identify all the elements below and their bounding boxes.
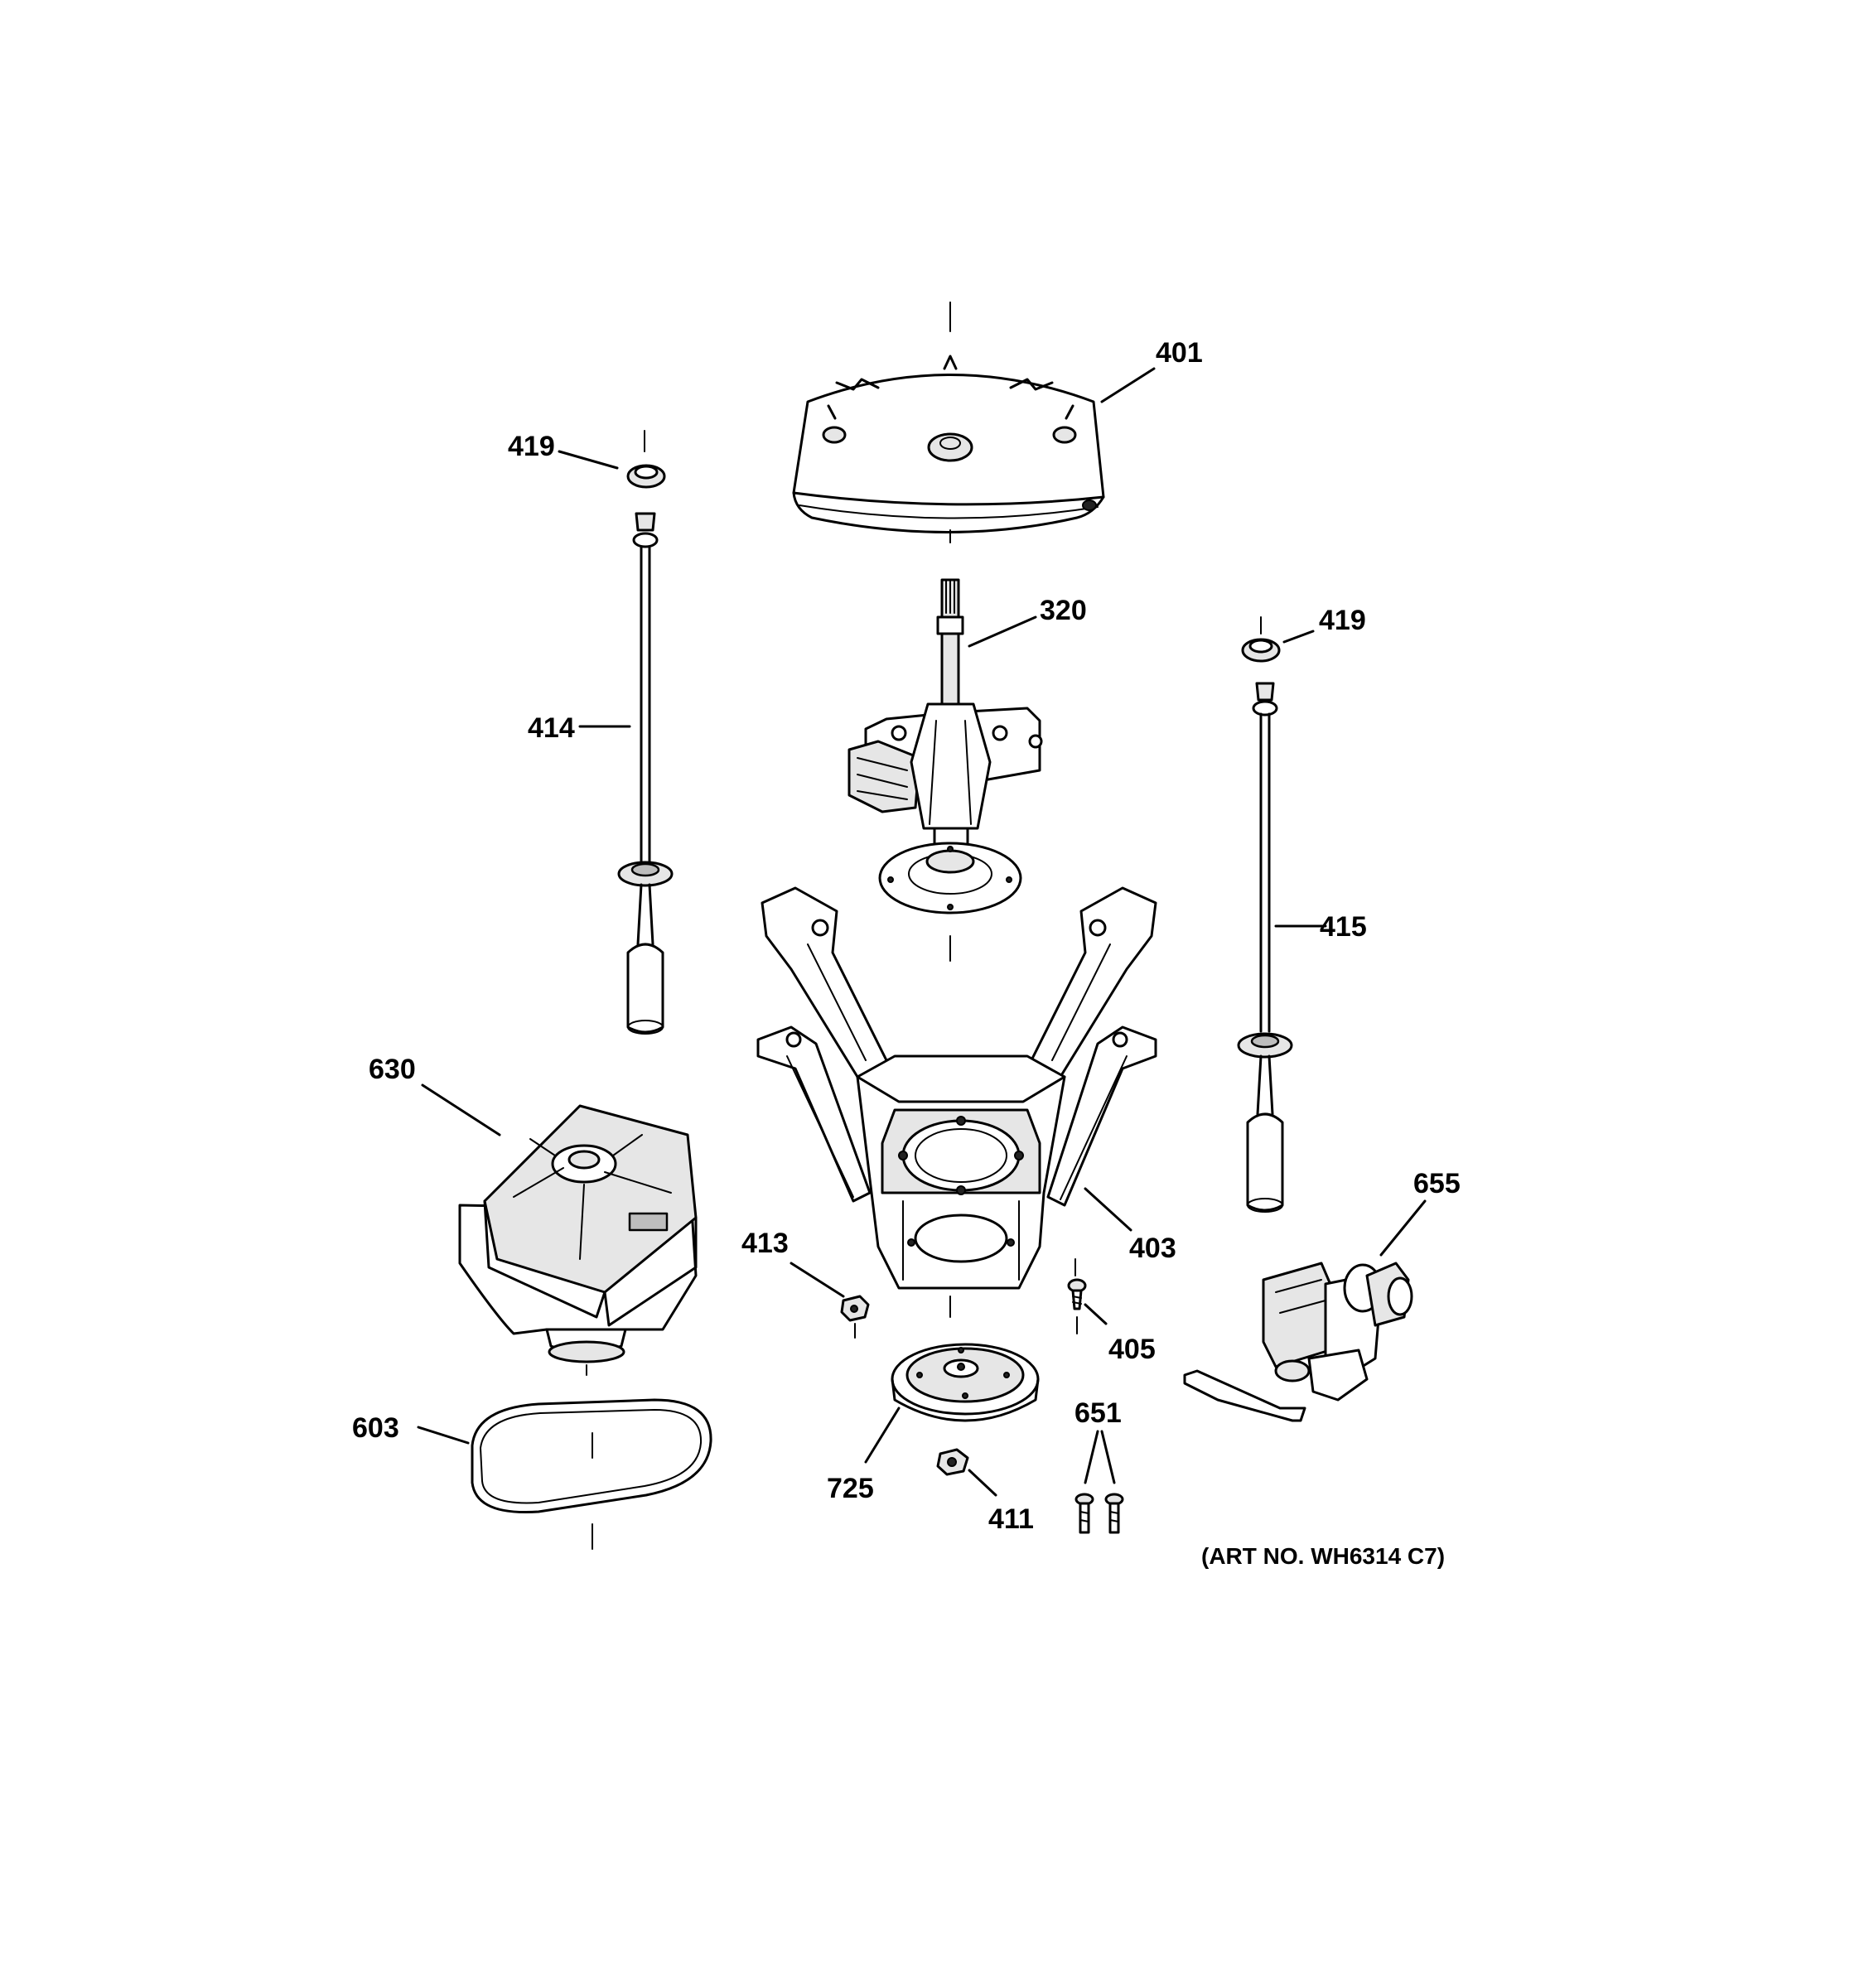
part-413-drawing [790, 1262, 870, 1339]
art-number-note: (ART NO. WH6314 C7) [1201, 1543, 1445, 1569]
part-411-drawing [936, 1448, 997, 1497]
part-405-drawing [1067, 1258, 1108, 1334]
label-414: 414 [528, 712, 575, 744]
label-655: 655 [1413, 1168, 1461, 1199]
part-401-drawing [792, 302, 1156, 543]
label-415: 415 [1320, 911, 1367, 943]
label-405: 405 [1108, 1334, 1156, 1365]
label-725: 725 [827, 1473, 874, 1504]
part-419a-drawing [558, 430, 666, 489]
label-411: 411 [988, 1503, 1034, 1535]
label-320: 320 [1040, 595, 1087, 626]
part-415-drawing [1237, 682, 1327, 1213]
label-419-left: 419 [508, 431, 555, 462]
part-419b-drawing [1241, 616, 1315, 663]
part-403-drawing [756, 886, 1157, 1290]
part-725-drawing [864, 1296, 1040, 1464]
part-655-drawing [1183, 1199, 1427, 1422]
label-651: 651 [1074, 1397, 1122, 1429]
label-401: 401 [1156, 337, 1203, 369]
label-630: 630 [369, 1054, 416, 1085]
part-414-drawing [578, 512, 674, 1035]
label-413: 413 [741, 1228, 789, 1259]
part-603-drawing [417, 1398, 712, 1550]
part-320-drawing [847, 578, 1043, 962]
label-419-right: 419 [1319, 605, 1366, 636]
part-651-drawing [1074, 1430, 1124, 1534]
label-403: 403 [1129, 1233, 1176, 1264]
label-603: 603 [352, 1412, 399, 1444]
part-630-drawing [421, 1083, 698, 1376]
